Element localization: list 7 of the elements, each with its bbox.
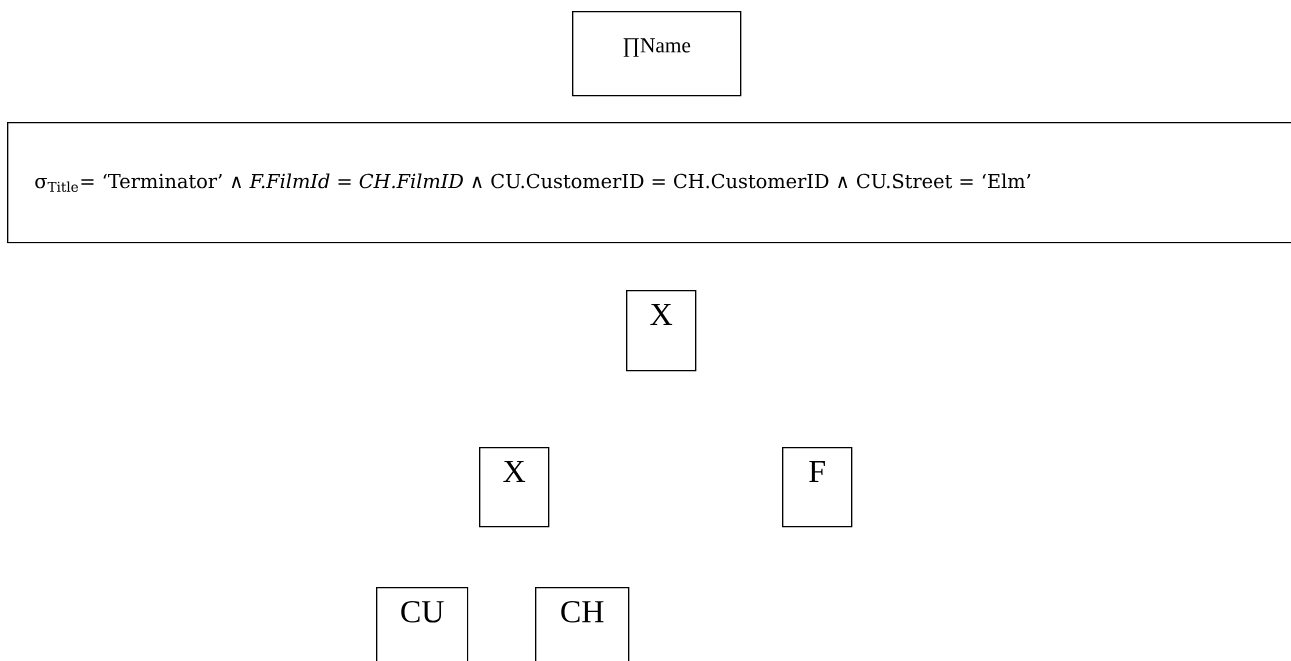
relation-box: F	[782, 447, 853, 528]
relation-box: X	[626, 290, 697, 372]
relation-box: X	[479, 447, 550, 528]
relation-box: CH	[535, 587, 630, 661]
projection-box: ∏Name	[572, 11, 742, 97]
relation-box: CU	[376, 587, 469, 661]
selection-box: σ$_{Title}$= ‘Terminator’ ∧ F.FilmId = CH.FilmID ∧ CU.CustomerID = CH.CustomerID ∧ CU.Street = ‘Elm’	[7, 122, 1291, 244]
